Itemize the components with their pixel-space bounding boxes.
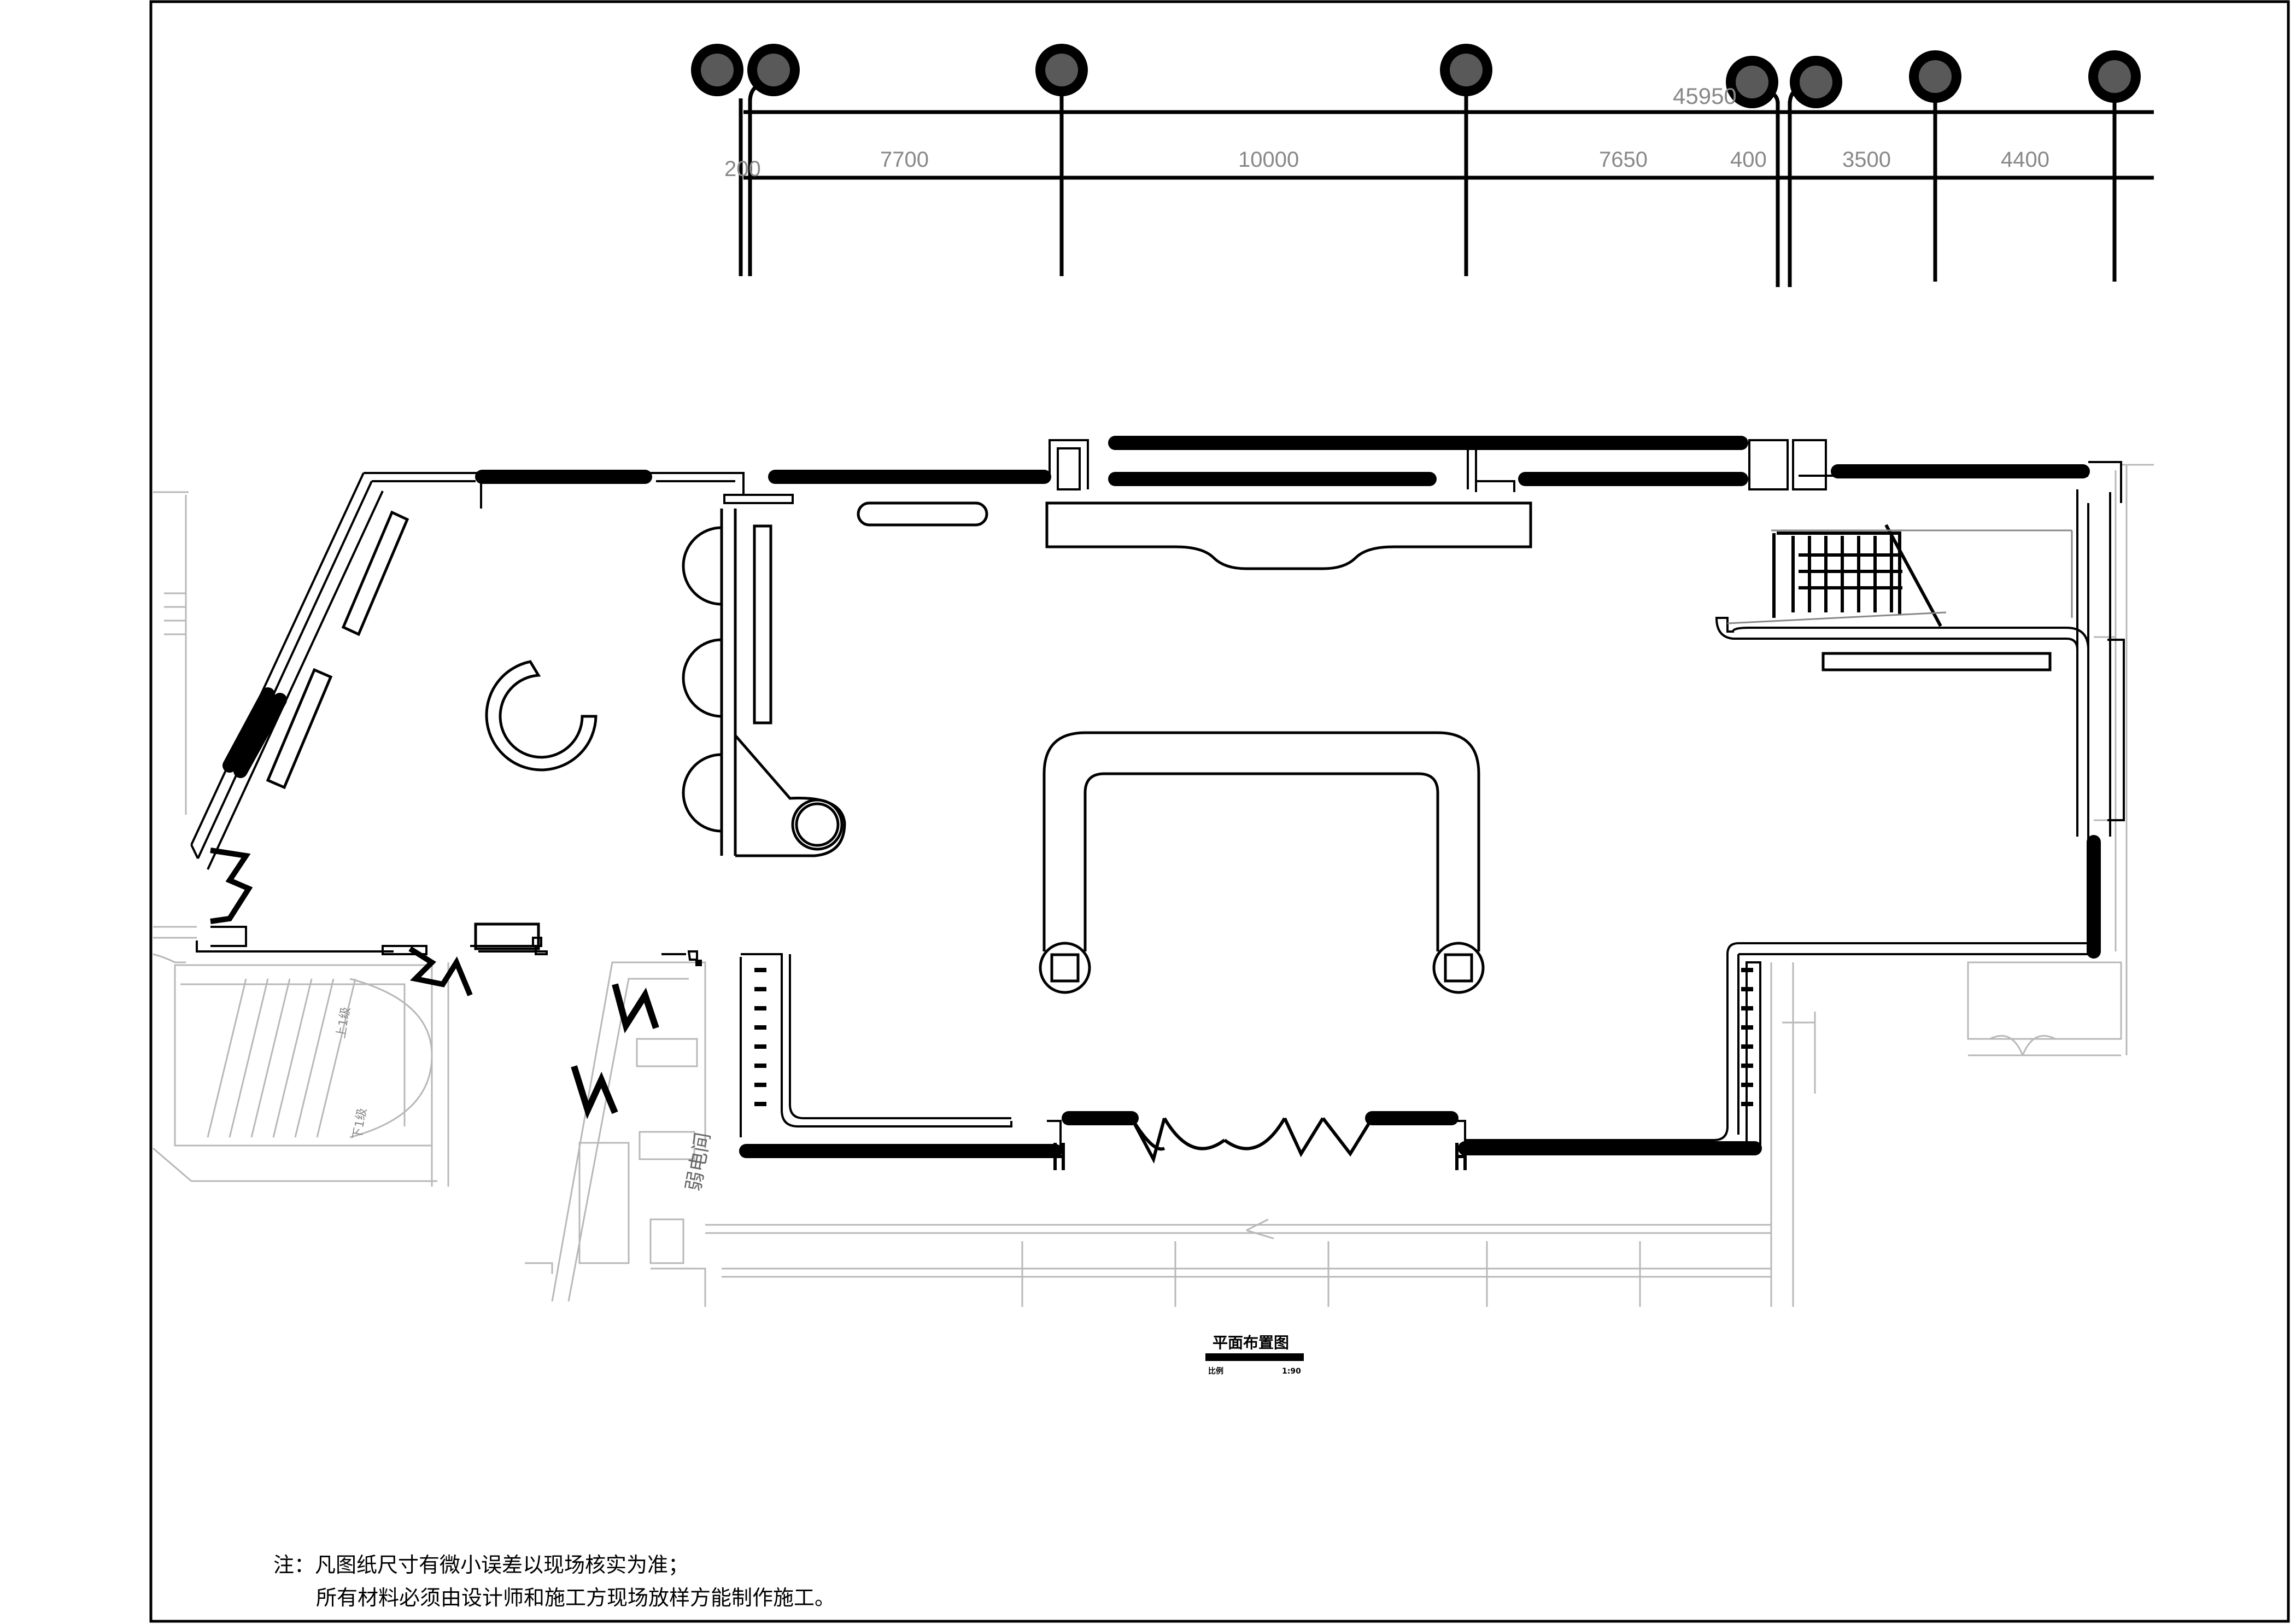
axis-bubble [1790, 56, 1842, 108]
staircase [1772, 524, 1942, 627]
axis-bubble [1440, 44, 1492, 96]
semicircle-bays [682, 509, 737, 856]
axis-lines [739, 81, 2117, 287]
drawing-title: 平面布置图 [1213, 1334, 1289, 1352]
u-shaped-counter [1039, 731, 1485, 994]
side-door[interactable] [210, 848, 473, 996]
title-block: 平面布置图 比例 1:90 [1205, 1334, 1304, 1376]
stair-up-label: 上1级 [334, 1006, 353, 1039]
axis-bubble [1726, 56, 1778, 108]
dimension-label: 3500 [1842, 148, 1891, 172]
left-display-panels [266, 510, 409, 790]
lower-doors[interactable] [571, 983, 659, 1119]
context-lines [153, 464, 2154, 1307]
drawing-frame [149, 0, 2290, 1623]
total-dimension-label: 45950 [1673, 83, 1737, 109]
axis-bubble [747, 44, 800, 96]
scale-label: 比例 [1208, 1366, 1223, 1376]
reception-counter [1045, 501, 1532, 570]
axis-bubble [2088, 50, 2141, 103]
axis-bubbles [691, 44, 2141, 108]
dimension-label: 200 [724, 157, 761, 181]
right-wall-panel [1821, 652, 2052, 671]
scale-value: 1:90 [1282, 1367, 1301, 1376]
right-radiator-ticks [1741, 968, 1753, 1106]
note-line-1: 注：凡图纸尺寸有微小误差以现场核实为准； [273, 1553, 689, 1577]
dimension-label: 400 [1730, 148, 1767, 172]
dimension-label: 10000 [1238, 148, 1299, 172]
axis-dimension-group: 45950 200 7700 10000 7650 400 3500 4400 [691, 44, 2154, 287]
wall-shelf [753, 524, 772, 725]
left-radiator-ticks [754, 968, 766, 1106]
room-label: 弱电间 [682, 1131, 714, 1193]
wall-lines [190, 439, 2125, 1149]
stair-down-label: 下1级 [350, 1107, 370, 1141]
side-cabinet [474, 922, 540, 950]
dimension-label: 7700 [880, 148, 929, 172]
triangular-counter [734, 734, 846, 857]
marker [695, 960, 702, 966]
axis-bubble [691, 44, 743, 96]
entrance-doors[interactable] [1053, 1117, 1467, 1170]
pill-display-table [857, 501, 988, 527]
axis-bubble [1035, 44, 1088, 96]
dimension-label: 4400 [2001, 148, 2049, 172]
note-line-2: 所有材料必须由设计师和施工方现场放样方能制作施工。 [316, 1586, 835, 1610]
c-shaped-display [485, 660, 598, 772]
title-underline [1205, 1353, 1304, 1361]
dimension-label: 7650 [1599, 148, 1648, 172]
solid-wall-segments [222, 436, 2101, 1158]
stair-context [1727, 529, 2073, 624]
axis-bubble [1909, 50, 1961, 103]
